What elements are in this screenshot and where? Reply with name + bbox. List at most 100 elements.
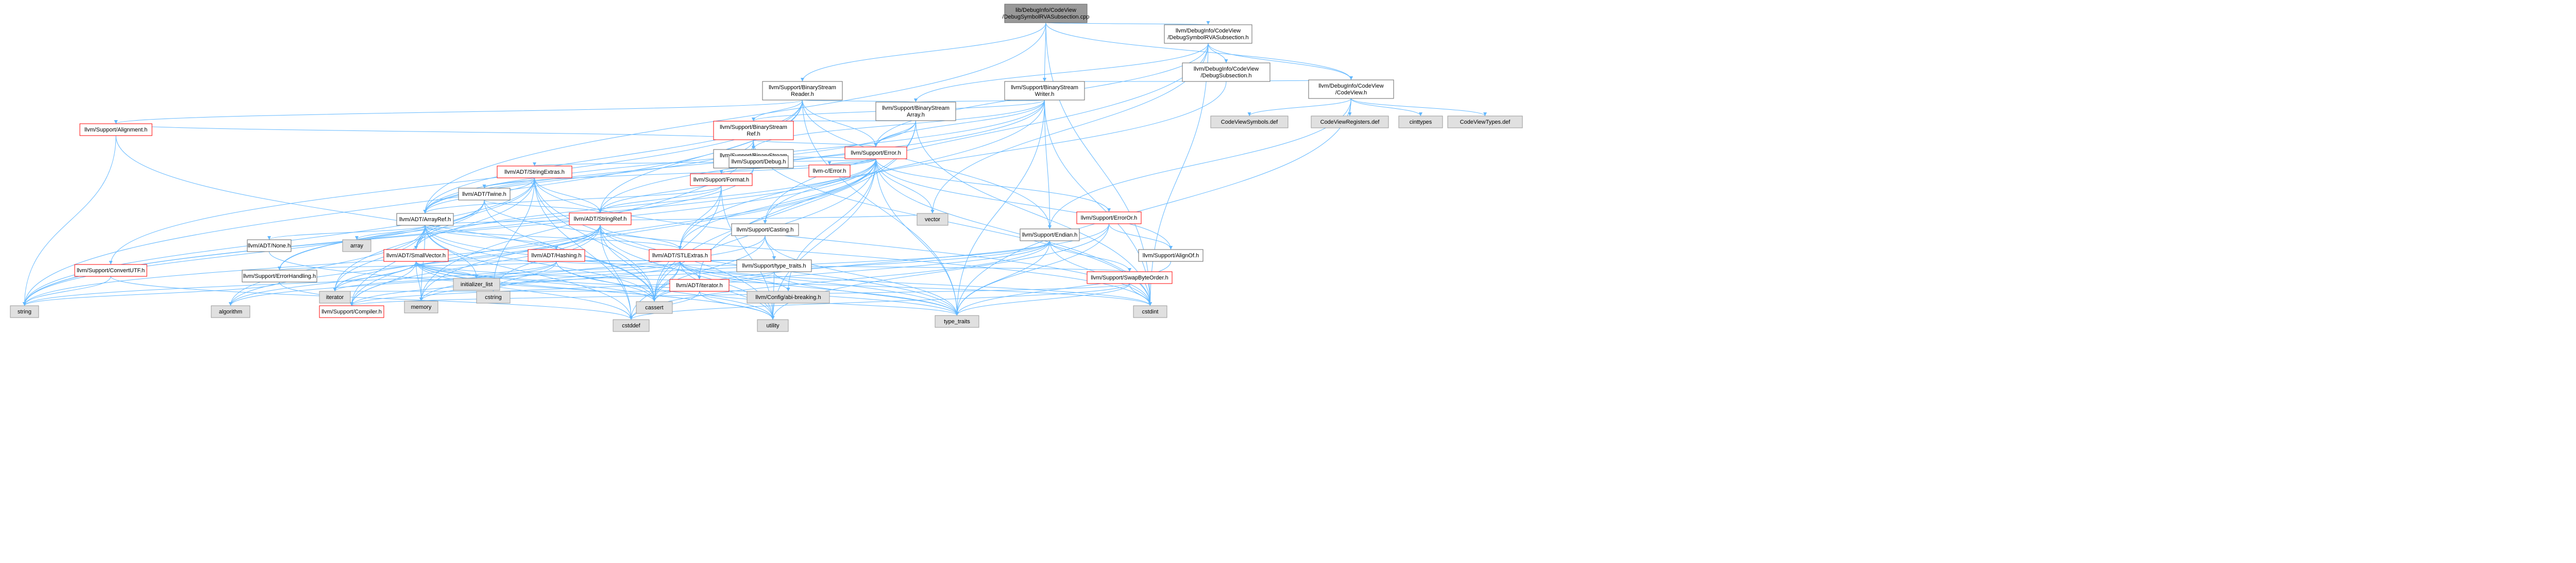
edge-arrowhead-debugsubsec-to-codeview bbox=[1349, 76, 1353, 80]
node-debug[interactable]: llvm/Support/Debug.h bbox=[728, 155, 789, 168]
edge-stlextras-to-cstdint bbox=[680, 261, 1150, 306]
edge-format-to-stlextras bbox=[680, 185, 722, 250]
edge-convertutf-to-string bbox=[24, 276, 111, 306]
node-label-cvregisters-0: CodeViewRegisters.def bbox=[1320, 119, 1380, 125]
node-box-hashing bbox=[528, 249, 585, 262]
edge-typetraits-to-typetraitsstd bbox=[774, 271, 957, 316]
node-twine[interactable]: llvm/ADT/Twine.h bbox=[458, 188, 511, 201]
node-label-alignment-0: llvm/Support/Alignment.h bbox=[84, 127, 147, 133]
edge-arrowhead-format-to-arrayref bbox=[423, 210, 427, 213]
edge-root-to-arrayref bbox=[425, 22, 1046, 214]
edge-debugsymrva-to-debugsubsec bbox=[1208, 43, 1227, 63]
node-label-codeview-0: llvm/DebugInfo/CodeView bbox=[1318, 83, 1383, 89]
edge-arrowhead-stlextras-to-initlist bbox=[474, 275, 479, 278]
edge-arrowhead-bsreader-to-convertutf bbox=[109, 261, 113, 264]
edge-stringref-to-stlextras bbox=[600, 224, 681, 250]
edge-root-to-bswriter bbox=[1044, 22, 1046, 82]
edge-arrowhead-arrayref-to-hashing bbox=[554, 246, 558, 250]
node-error[interactable]: llvm/Support/Error.h bbox=[844, 146, 907, 159]
node-box-compiler bbox=[319, 305, 384, 318]
edge-codeview-to-typetraitsstd bbox=[957, 98, 1351, 316]
node-hashing[interactable]: llvm/ADT/Hashing.h bbox=[528, 249, 585, 262]
node-label-root-1: /DebugSymbolRVASubsection.cpp bbox=[1003, 14, 1090, 20]
edge-arrowhead-arrayref-to-array bbox=[355, 236, 359, 240]
edge-twine-to-errorhandling bbox=[279, 200, 485, 271]
edge-smallvector-to-compiler bbox=[351, 261, 416, 306]
edge-error-to-typetraitsstd bbox=[875, 158, 957, 316]
node-casting[interactable]: llvm/Support/Casting.h bbox=[731, 223, 799, 236]
node-box-codeview bbox=[1308, 79, 1394, 99]
node-codeview[interactable]: llvm/DebugInfo/CodeView/CodeView.h bbox=[1308, 79, 1394, 99]
edge-smallvector-to-iteratorstd bbox=[334, 261, 416, 292]
node-label-debugsubsec-0: llvm/DebugInfo/CodeView bbox=[1194, 66, 1259, 72]
edge-format-to-cassert bbox=[654, 185, 722, 302]
node-none[interactable]: llvm/ADT/None.h bbox=[247, 239, 292, 252]
edge-arrowhead-codeview-to-cvregisters bbox=[1348, 112, 1352, 116]
edge-bswriter-to-bsarray bbox=[916, 100, 1045, 103]
edge-arrowhead-arrayref-to-smallvector bbox=[414, 246, 418, 250]
node-root[interactable]: lib/DebugInfo/CodeView/DebugSymbolRVASub… bbox=[1003, 4, 1090, 23]
edge-arrayref-to-iteratorstd bbox=[334, 225, 426, 292]
node-format[interactable]: llvm/Support/Format.h bbox=[690, 173, 753, 186]
edge-arrayref-to-vector bbox=[425, 213, 933, 226]
edge-hashing-to-algorithm bbox=[230, 261, 557, 306]
edge-bsreader-to-string bbox=[24, 100, 803, 306]
node-debugsymrva[interactable]: llvm/DebugInfo/CodeView/DebugSymbolRVASu… bbox=[1164, 24, 1252, 44]
edge-codeview-to-cvtypes bbox=[1351, 98, 1485, 117]
node-errorhandling[interactable]: llvm/Support/ErrorHandling.h bbox=[242, 270, 317, 283]
node-label-bsarray-1: Array.h bbox=[907, 112, 925, 118]
node-box-bsreader bbox=[762, 81, 843, 101]
node-alignof[interactable]: llvm/Support/AlignOf.h bbox=[1138, 249, 1204, 262]
edge-swapbyte-to-compiler bbox=[351, 283, 1130, 306]
node-convertutf[interactable]: llvm/Support/ConvertUTF.h bbox=[74, 264, 147, 277]
node-label-cstdint-0: cstdint bbox=[1142, 309, 1159, 315]
node-alignment[interactable]: llvm/Support/Alignment.h bbox=[79, 123, 152, 136]
edge-bswriter-to-error bbox=[875, 100, 1045, 147]
node-layer: lib/DebugInfo/CodeView/DebugSymbolRVASub… bbox=[10, 4, 1523, 332]
node-stlextras[interactable]: llvm/ADT/STLExtras.h bbox=[649, 249, 711, 262]
edge-casting-to-typetraitsstd bbox=[765, 235, 957, 316]
node-erroror[interactable]: llvm/Support/ErrorOr.h bbox=[1076, 211, 1142, 224]
node-label-cinttypes-0: cinttypes bbox=[1410, 119, 1432, 125]
node-debugsubsec[interactable]: llvm/DebugInfo/CodeView/DebugSubsection.… bbox=[1182, 62, 1270, 82]
edge-bswriter-to-endian bbox=[1044, 100, 1050, 229]
node-compiler[interactable]: llvm/Support/Compiler.h bbox=[319, 305, 384, 318]
edge-arrowhead-alignof-to-typetraitsstd bbox=[955, 312, 959, 316]
node-label-none-0: llvm/ADT/None.h bbox=[248, 243, 291, 249]
node-iterator[interactable]: llvm/ADT/iterator.h bbox=[669, 279, 730, 292]
node-swapbyte[interactable]: llvm/Support/SwapByteOrder.h bbox=[1087, 271, 1173, 284]
node-label-bsreader-1: Reader.h bbox=[791, 91, 814, 97]
node-label-stringref-0: llvm/ADT/StringRef.h bbox=[574, 216, 627, 222]
node-label-cvsymbols-0: CodeViewSymbols.def bbox=[1221, 119, 1278, 125]
edge-arrowhead-stlextras-to-iterator bbox=[698, 276, 701, 279]
node-stringextras[interactable]: llvm/ADT/StringExtras.h bbox=[497, 165, 572, 178]
edge-casting-to-typetraits bbox=[765, 235, 774, 260]
node-arrayref[interactable]: llvm/ADT/ArrayRef.h bbox=[396, 213, 454, 226]
node-label-root-0: lib/DebugInfo/CodeView bbox=[1015, 7, 1076, 13]
node-box-bswriter bbox=[1004, 81, 1085, 101]
node-smallvector[interactable]: llvm/ADT/SmallVector.h bbox=[383, 249, 449, 262]
node-stringref[interactable]: llvm/ADT/StringRef.h bbox=[569, 212, 632, 225]
node-box-debugsubsec bbox=[1182, 62, 1270, 82]
node-string: string bbox=[10, 305, 39, 318]
node-cassert: cassert bbox=[636, 301, 673, 314]
edge-arrowhead-root-to-debugsymrva bbox=[1206, 21, 1210, 25]
node-box-typetraitsstd bbox=[935, 315, 979, 328]
node-label-erroror-0: llvm/Support/ErrorOr.h bbox=[1081, 215, 1137, 221]
edge-arrowhead-debugsubsec-to-casting bbox=[763, 220, 767, 224]
node-label-smallvector-0: llvm/ADT/SmallVector.h bbox=[386, 253, 446, 259]
node-typetraits[interactable]: llvm/Support/type_traits.h bbox=[736, 259, 812, 272]
node-label-cassert-0: cassert bbox=[645, 305, 663, 311]
node-cerror[interactable]: llvm-c/Error.h bbox=[808, 164, 851, 177]
edge-arrowhead-debugsymrva-to-debugsubsec bbox=[1224, 59, 1228, 63]
node-endian[interactable]: llvm/Support/Endian.h bbox=[1020, 228, 1080, 241]
edge-debugsubsec-to-casting bbox=[765, 81, 1227, 224]
edge-hashing-to-utility bbox=[556, 261, 773, 320]
node-box-smallvector bbox=[383, 249, 449, 262]
node-box-typetraits bbox=[736, 259, 812, 272]
edge-arrowhead-hashing-to-errorhandling bbox=[278, 267, 281, 270]
